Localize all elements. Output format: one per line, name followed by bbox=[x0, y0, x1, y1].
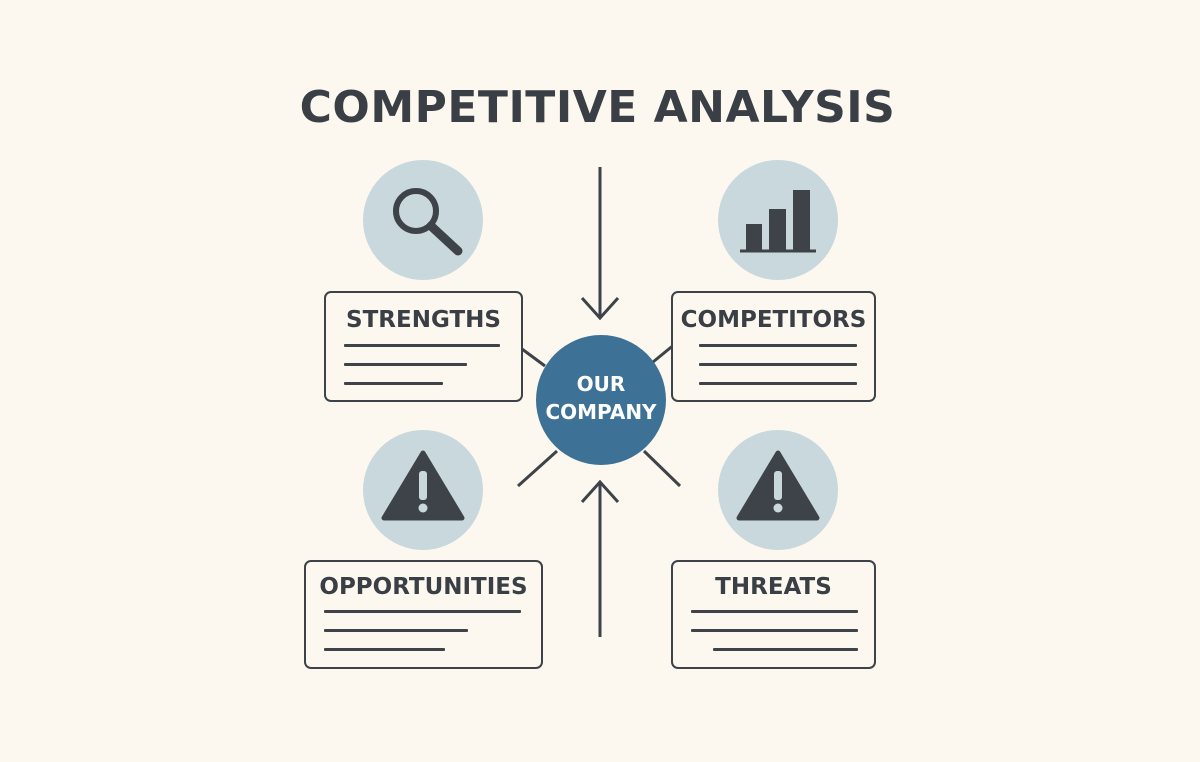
arrow-top-head bbox=[580, 296, 620, 321]
center-label-line1: OUR bbox=[576, 372, 626, 396]
opportunities-box: OPPORTUNITIES bbox=[304, 560, 543, 669]
connector-opportunities bbox=[516, 449, 559, 488]
connector-strengths bbox=[521, 347, 546, 368]
text-placeholder-line bbox=[699, 344, 857, 347]
magnifying-glass-icon bbox=[363, 160, 483, 280]
competitors-label: COMPETITORS bbox=[680, 307, 867, 333]
text-placeholder-line bbox=[344, 382, 443, 385]
diagram-title: COMPETITIVE ANALYSIS bbox=[299, 82, 896, 133]
warning-triangle-icon bbox=[718, 430, 838, 550]
strengths-label: STRENGTHS bbox=[346, 307, 501, 333]
text-placeholder-line bbox=[691, 610, 858, 613]
arrow-bottom-head bbox=[580, 479, 620, 504]
strengths-box: STRENGTHS bbox=[324, 291, 523, 402]
text-placeholder-line bbox=[699, 363, 857, 366]
text-placeholder-line bbox=[691, 629, 858, 632]
warning-triangle-icon bbox=[363, 430, 483, 550]
text-placeholder-line bbox=[324, 629, 468, 632]
connector-threats bbox=[642, 449, 682, 488]
text-placeholder-line bbox=[344, 363, 467, 366]
text-placeholder-line bbox=[713, 648, 858, 651]
text-placeholder-line bbox=[344, 344, 500, 347]
text-placeholder-line bbox=[324, 648, 445, 651]
text-placeholder-line bbox=[699, 382, 857, 385]
threats-box: THREATS bbox=[671, 560, 876, 669]
threats-label: THREATS bbox=[715, 574, 832, 600]
text-placeholder-line bbox=[324, 610, 521, 613]
center-label-line2: COMPANY bbox=[545, 400, 657, 424]
opportunities-label: OPPORTUNITIES bbox=[319, 574, 528, 600]
bar-chart-icon bbox=[718, 160, 838, 280]
competitors-box: COMPETITORS bbox=[671, 291, 876, 402]
our-company-node: OUR COMPANY bbox=[536, 335, 666, 465]
